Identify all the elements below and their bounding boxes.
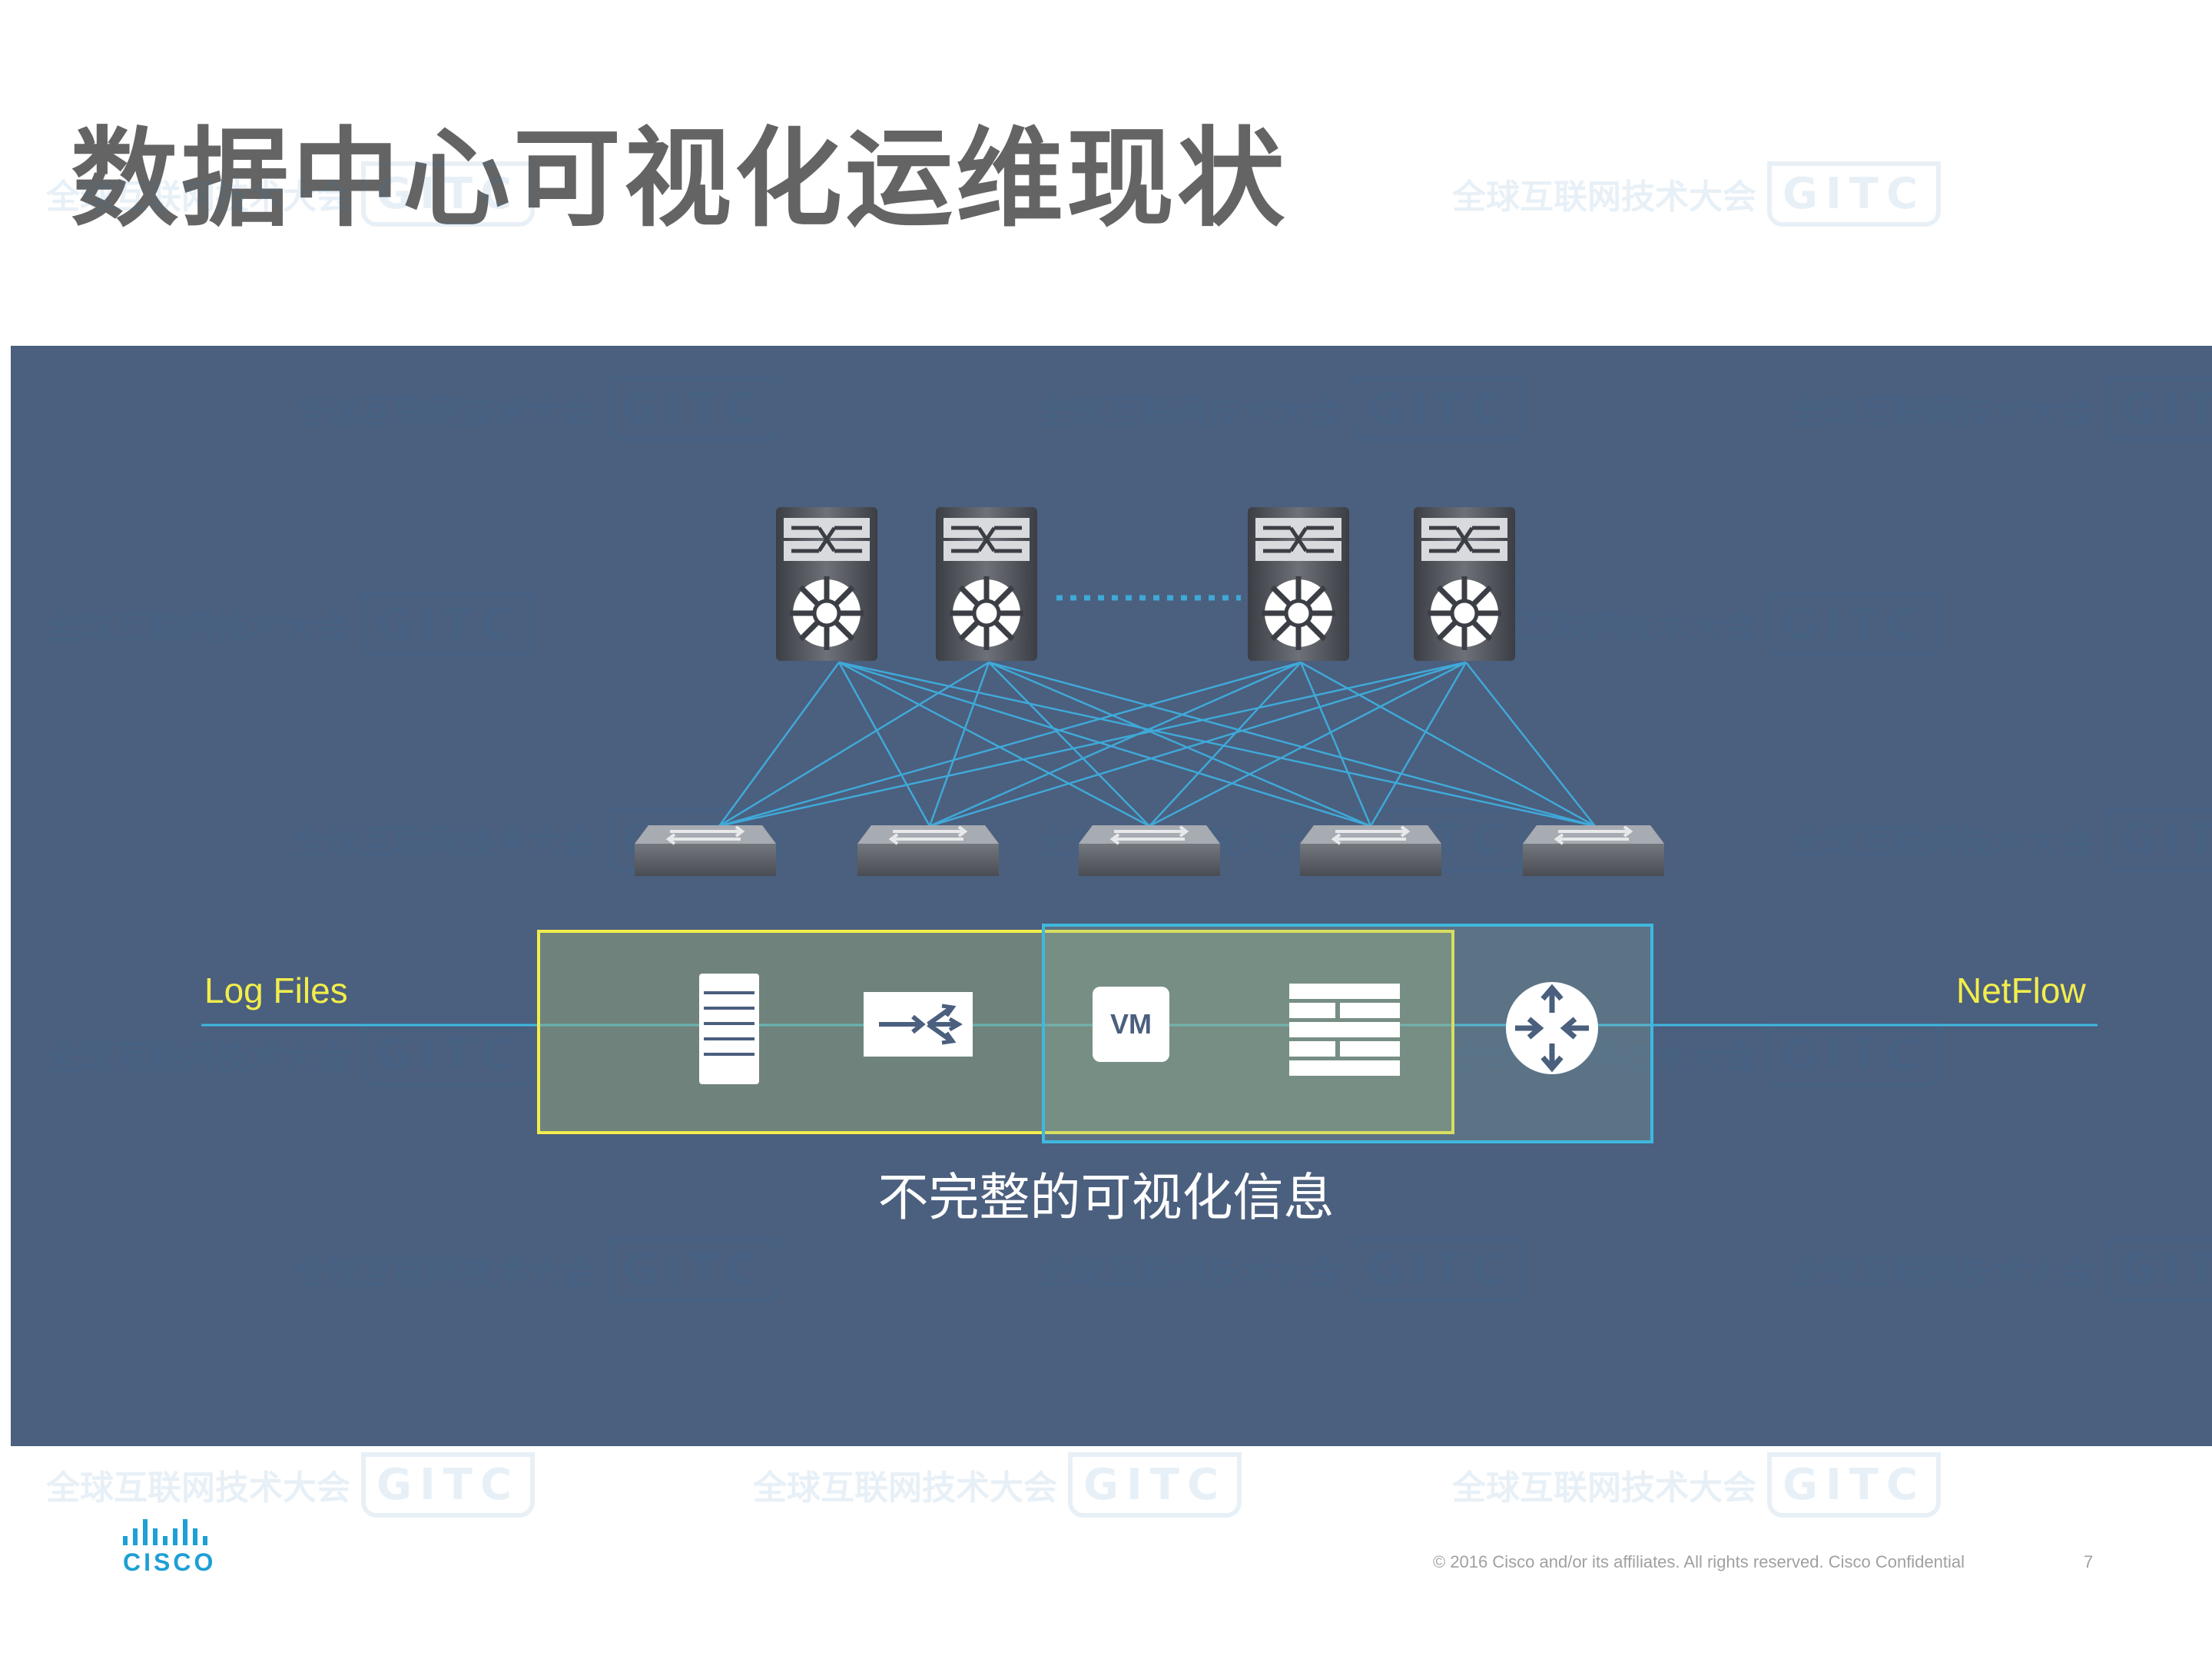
slide-title: 数据中心可视化运维现状 [71,117,1288,242]
spine-switch-icon [1414,507,1515,661]
leaf-switch-icon [1298,824,1443,878]
svg-text:VM: VM [1110,1008,1152,1040]
router-icon [1506,982,1598,1074]
leaf-switch-icon [633,824,778,878]
cisco-bars-icon [123,1518,216,1545]
diagram-panel [11,346,2212,1446]
leaf-switch-icon [1077,824,1222,878]
spine-switch-icon [936,507,1037,661]
vm-icon: VM [1093,987,1169,1062]
spine-switch-icon [1248,507,1349,661]
netflow-label: NetFlow [1956,971,2086,1010]
copyright-footer: © 2016 Cisco and/or its affiliates. All … [1433,1552,1965,1571]
cisco-logo: CISCO [123,1518,216,1577]
leaf-switch-icon [856,824,1000,878]
page-number: 7 [2084,1552,2094,1571]
load-balancer-icon [864,992,973,1057]
log-files-label: Log Files [204,971,348,1010]
firewall-icon [1289,984,1400,1076]
diagram-caption: 不完整的可视化信息 [877,1168,1335,1227]
server-icon [699,974,759,1084]
leaf-switch-icon [1521,824,1666,878]
fabric-links [718,661,1596,828]
spine-switch-icon [776,507,877,661]
